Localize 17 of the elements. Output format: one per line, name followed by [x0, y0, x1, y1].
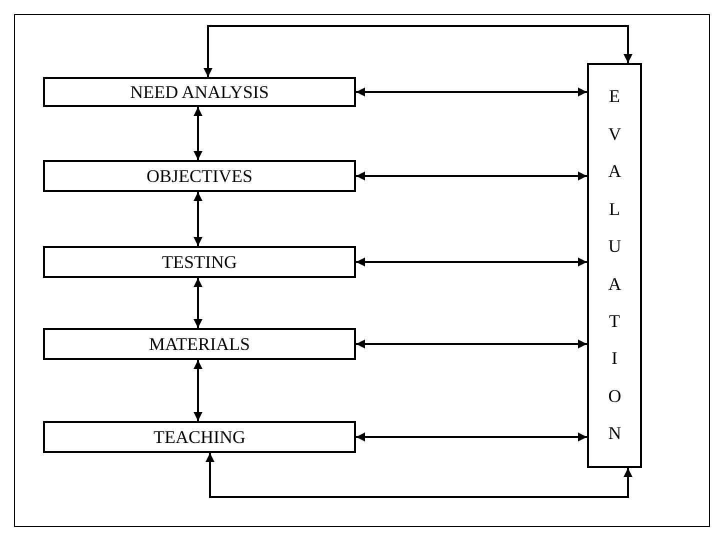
double-arrow: [356, 432, 587, 442]
process-box: TEACHING: [43, 421, 356, 453]
process-box: TESTING: [43, 246, 356, 278]
double-arrow: [194, 107, 202, 160]
process-box: MATERIALS: [43, 328, 356, 360]
double-arrow: [356, 88, 587, 96]
double-arrow: [194, 360, 202, 421]
double-arrow: [204, 25, 632, 77]
double-arrow: [194, 192, 202, 246]
double-arrow: [356, 258, 587, 266]
double-arrow: [356, 172, 587, 180]
double-arrow: [194, 278, 202, 328]
process-box: OBJECTIVES: [43, 160, 356, 192]
double-arrow: [356, 340, 587, 348]
double-arrow: [206, 453, 632, 498]
process-box: NEED ANALYSIS: [43, 77, 356, 107]
evaluation-box: EVALUATION: [587, 63, 642, 468]
